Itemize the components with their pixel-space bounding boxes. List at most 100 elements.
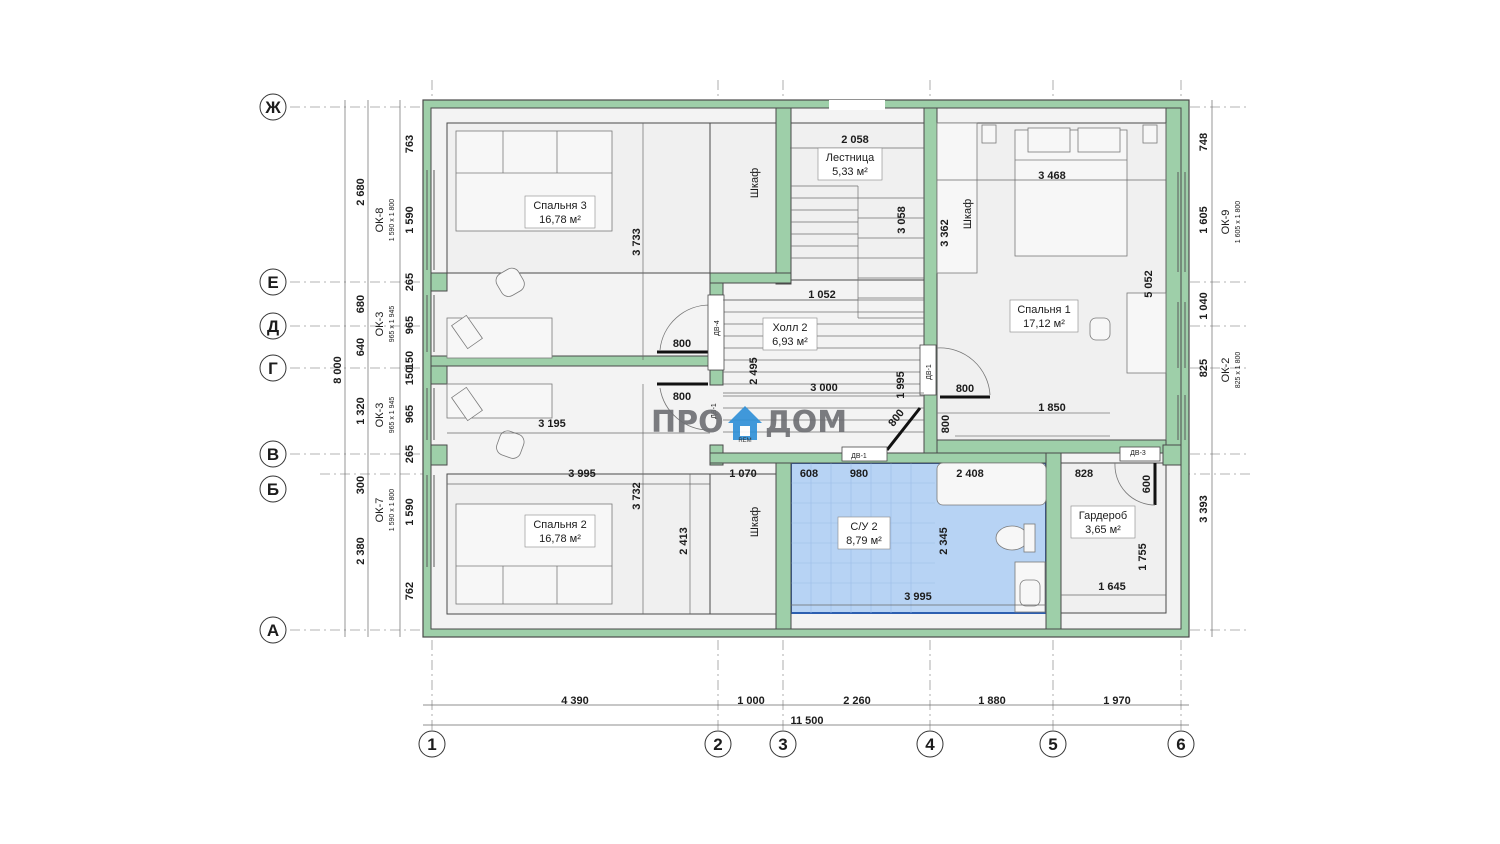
axis-row-a: А bbox=[259, 616, 287, 644]
room-area-bedroom1: 17,12 м² bbox=[1023, 318, 1065, 330]
window-ok8-name: ОК-8 bbox=[374, 208, 386, 233]
svg-text:1 970: 1 970 bbox=[1103, 695, 1131, 707]
window-ok3-top-name: ОК-3 bbox=[374, 312, 386, 337]
svg-text:3 995: 3 995 bbox=[568, 468, 596, 480]
svg-text:980: 980 bbox=[850, 468, 868, 480]
axis-row-b: Б bbox=[259, 475, 287, 503]
svg-text:1 070: 1 070 bbox=[729, 468, 757, 480]
window-ok8-size: 1 590 x 1 800 bbox=[389, 199, 396, 242]
svg-text:3 995: 3 995 bbox=[904, 591, 932, 603]
bottom-dimensions: 4 390 1 000 2 260 1 880 1 970 11 500 bbox=[561, 695, 1131, 727]
axis-row-g: Г bbox=[259, 354, 287, 382]
svg-text:3 732: 3 732 bbox=[631, 482, 643, 510]
right-dimensions: 748 1 605 1 040 825 3 393 bbox=[1198, 133, 1210, 523]
svg-text:2 680: 2 680 bbox=[355, 178, 367, 206]
svg-text:2 058: 2 058 bbox=[841, 134, 869, 146]
svg-text:1 850: 1 850 bbox=[1038, 402, 1066, 414]
svg-text:2 495: 2 495 bbox=[748, 357, 760, 385]
axis-col-2: 2 bbox=[704, 730, 732, 758]
svg-text:1 590: 1 590 bbox=[404, 498, 416, 526]
svg-text:608: 608 bbox=[800, 468, 818, 480]
closet-bedroom1 bbox=[936, 122, 978, 274]
svg-text:600: 600 bbox=[1141, 475, 1153, 493]
closet-label-1: Шкаф bbox=[749, 168, 761, 198]
door-label-dv1-right: ДВ-1 bbox=[926, 364, 933, 380]
axis-rows: Ж Е Д Г В Б А bbox=[259, 93, 287, 644]
svg-text:2 408: 2 408 bbox=[956, 468, 984, 480]
room-area-wardrobe: 3,65 м² bbox=[1085, 524, 1121, 536]
closet-label-2: Шкаф bbox=[962, 199, 974, 229]
room-area-hall2: 6,93 м² bbox=[772, 336, 808, 348]
svg-text:3: 3 bbox=[778, 735, 787, 754]
svg-text:748: 748 bbox=[1198, 133, 1210, 151]
svg-text:150: 150 bbox=[404, 351, 416, 369]
room-name-hall2: Холл 2 bbox=[772, 322, 807, 334]
svg-text:1 605: 1 605 bbox=[1198, 206, 1210, 234]
svg-text:ДОМ: ДОМ bbox=[765, 405, 847, 440]
svg-text:3 000: 3 000 bbox=[810, 382, 838, 394]
svg-text:5: 5 bbox=[1048, 735, 1057, 754]
svg-text:800: 800 bbox=[940, 415, 952, 433]
axis-col-6: 6 bbox=[1167, 730, 1195, 758]
svg-text:6: 6 bbox=[1176, 735, 1185, 754]
axis-col-3: 3 bbox=[769, 730, 797, 758]
windows bbox=[426, 170, 1186, 567]
svg-text:3 058: 3 058 bbox=[896, 206, 908, 234]
svg-text:1 880: 1 880 bbox=[978, 695, 1006, 707]
room-name-bedroom3: Спальня 3 bbox=[533, 200, 586, 212]
svg-text:REM: REM bbox=[738, 438, 751, 444]
window-ok3-bottom-size: 965 x 1 945 bbox=[389, 397, 396, 434]
window-ok3-bottom-name: ОК-3 bbox=[374, 403, 386, 428]
svg-text:2 413: 2 413 bbox=[678, 527, 690, 555]
svg-text:3 733: 3 733 bbox=[631, 228, 643, 256]
svg-text:965: 965 bbox=[404, 405, 416, 423]
svg-text:800: 800 bbox=[673, 338, 691, 350]
svg-text:1 052: 1 052 bbox=[808, 289, 836, 301]
room-area-bedroom2: 16,78 м² bbox=[539, 533, 581, 545]
interior-dimensions: 2 058 3 058 3 468 3 362 5 052 3 733 1 05… bbox=[538, 134, 1155, 603]
room-name-bath2: С/У 2 bbox=[850, 521, 877, 533]
window-ok2-name: ОК-2 bbox=[1220, 358, 1232, 383]
dimension-lines bbox=[344, 100, 1213, 726]
window-labels: ОК-8 1 590 x 1 800 ОК-3 965 x 1 945 ОК-3… bbox=[374, 199, 1242, 532]
room-area-bedroom3: 16,78 м² bbox=[539, 214, 581, 226]
svg-text:1: 1 bbox=[427, 735, 436, 754]
svg-text:1 000: 1 000 bbox=[737, 695, 765, 707]
svg-text:800: 800 bbox=[956, 383, 974, 395]
window-ok9-name: ОК-9 bbox=[1220, 210, 1232, 235]
svg-text:763: 763 bbox=[404, 135, 416, 153]
room-area-bath2: 8,79 м² bbox=[846, 535, 882, 547]
svg-text:3 195: 3 195 bbox=[538, 418, 566, 430]
svg-text:2 380: 2 380 bbox=[355, 537, 367, 565]
svg-text:2: 2 bbox=[713, 735, 722, 754]
room-area-stairs: 5,33 м² bbox=[832, 166, 868, 178]
svg-text:1 590: 1 590 bbox=[404, 206, 416, 234]
room-name-wardrobe: Гардероб bbox=[1079, 510, 1127, 522]
svg-text:1 645: 1 645 bbox=[1098, 581, 1126, 593]
svg-text:5 052: 5 052 bbox=[1143, 270, 1155, 298]
room-name-stairs: Лестница bbox=[826, 152, 875, 164]
door-labels: ДВ-4 ДВ-1 ДВ-1 ДВ-1 ДВ-3 bbox=[711, 320, 1146, 460]
svg-text:2 345: 2 345 bbox=[938, 527, 950, 555]
axis-cols: 1 2 3 4 5 6 bbox=[418, 730, 1195, 758]
svg-text:1 320: 1 320 bbox=[355, 397, 367, 425]
door-label-dv4: ДВ-4 bbox=[714, 320, 721, 336]
svg-text:265: 265 bbox=[404, 273, 416, 291]
svg-text:А: А bbox=[267, 621, 279, 640]
window-ok7-size: 1 590 x 1 800 bbox=[389, 489, 396, 532]
svg-text:825: 825 bbox=[1198, 359, 1210, 377]
svg-text:8 000: 8 000 bbox=[332, 356, 344, 384]
svg-text:3 393: 3 393 bbox=[1198, 495, 1210, 523]
room-labels: Спальня 3 16,78 м² Лестница 5,33 м² Холл… bbox=[524, 147, 1136, 550]
desk-bedroom1 bbox=[1126, 292, 1167, 374]
window-ok3-top-size: 965 x 1 945 bbox=[389, 306, 396, 343]
axis-row-d: Д bbox=[259, 312, 287, 340]
door-label-dv1-bottom: ДВ-1 bbox=[851, 453, 867, 460]
svg-text:Б: Б bbox=[267, 480, 279, 499]
svg-text:4 390: 4 390 bbox=[561, 695, 589, 707]
svg-text:150: 150 bbox=[404, 367, 416, 385]
window-ok7-name: ОК-7 bbox=[374, 498, 386, 523]
svg-text:828: 828 bbox=[1075, 468, 1093, 480]
room-name-bedroom1: Спальня 1 bbox=[1017, 304, 1070, 316]
axis-col-5: 5 bbox=[1039, 730, 1067, 758]
